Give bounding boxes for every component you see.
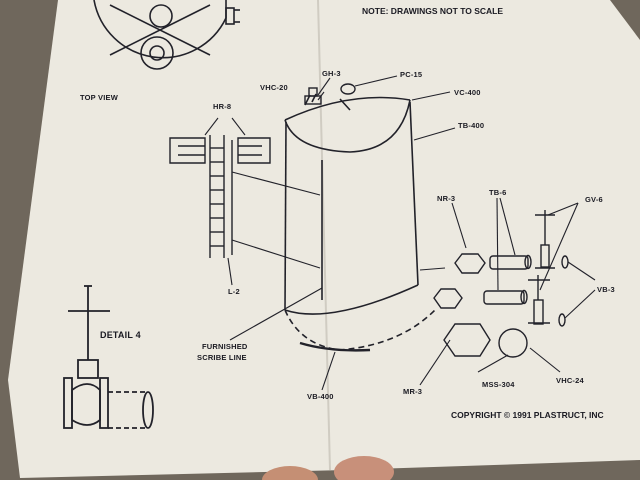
top-fittings bbox=[304, 83, 356, 105]
handrails bbox=[169, 137, 271, 164]
callout-vb400: VB-400 bbox=[307, 392, 334, 401]
callout-vc400: VC-400 bbox=[454, 88, 481, 97]
scale-note: NOTE: DRAWINGS NOT TO SCALE bbox=[362, 6, 504, 16]
ladder bbox=[209, 135, 233, 258]
pipe-upper bbox=[489, 255, 529, 270]
callout-vhc20: VHC-20 bbox=[260, 83, 288, 92]
callout-nr3: NR-3 bbox=[437, 194, 456, 203]
callout-vhc24: VHC-24 bbox=[556, 376, 584, 385]
detail-4-label: DETAIL 4 bbox=[100, 330, 141, 340]
callout-mr3: MR-3 bbox=[403, 387, 423, 396]
fold-crease bbox=[317, 0, 331, 471]
nut-lower bbox=[433, 288, 463, 309]
callout-tb400: TB-400 bbox=[458, 121, 485, 130]
top-view-vessel bbox=[93, 0, 240, 70]
callout-scribe-line: SCRIBE LINE bbox=[197, 353, 247, 362]
callout-gh3: GH-3 bbox=[322, 69, 341, 78]
callout-pc15: PC-15 bbox=[400, 70, 423, 79]
ball-valve bbox=[498, 328, 528, 358]
finger-left bbox=[262, 466, 318, 480]
pipe-lower bbox=[483, 290, 525, 305]
fittings-group bbox=[433, 210, 569, 358]
callout-hr8: HR-8 bbox=[213, 102, 232, 111]
tank-body bbox=[284, 93, 436, 352]
nut-upper bbox=[454, 253, 486, 274]
copyright-text: COPYRIGHT © 1991 PLASTRUCT, INC bbox=[451, 410, 604, 420]
callout-l2: L-2 bbox=[228, 287, 240, 296]
nut-large bbox=[443, 323, 491, 357]
finger-right bbox=[334, 456, 394, 480]
callout-gv6: GV-6 bbox=[585, 195, 603, 204]
detail-4-valve bbox=[63, 285, 154, 429]
top-view-label: TOP VIEW bbox=[80, 93, 118, 102]
callout-mss304: MSS-304 bbox=[482, 380, 515, 389]
leader-lines bbox=[204, 75, 596, 391]
callout-tb6: TB-6 bbox=[489, 188, 507, 197]
callout-furnished: FURNISHED bbox=[202, 342, 248, 351]
callout-vb3: VB-3 bbox=[597, 285, 615, 294]
